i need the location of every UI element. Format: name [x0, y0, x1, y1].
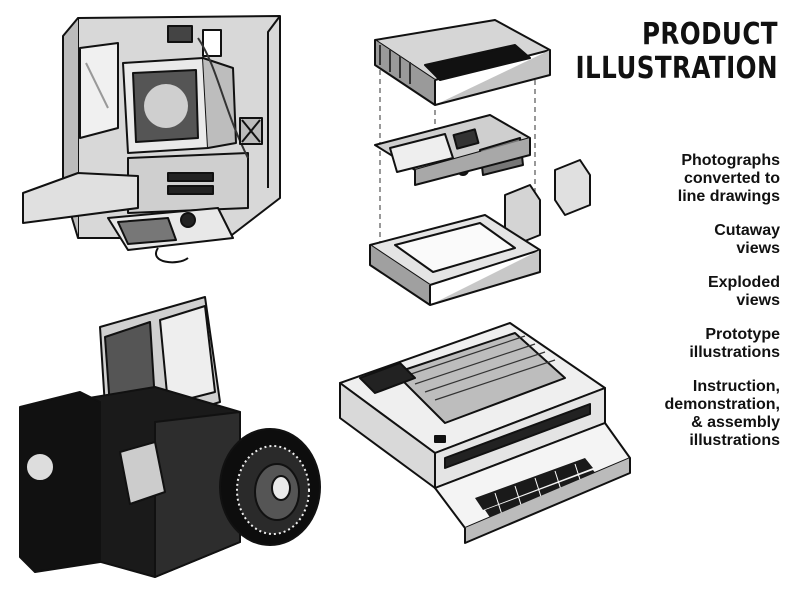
feature-text-line: converted to: [683, 170, 780, 187]
feature-text-line: demonstration,: [664, 396, 780, 413]
typewriter-illustration: [339, 322, 631, 544]
feature-text-line: Cutaway: [714, 222, 780, 239]
title-line-2: ILLUSTRATION: [575, 51, 778, 86]
feature-text-line: views: [736, 240, 780, 257]
exploded-connector-illustration: [369, 19, 591, 306]
feature-text-line: Exploded: [707, 274, 780, 291]
title-line-1: PRODUCT: [642, 17, 778, 52]
feature-prototype: Prototype illustrations: [630, 326, 780, 362]
feature-instruction: Instruction, demonstration, & assembly i…: [630, 378, 780, 450]
page-title: PRODUCT ILLUSTRATION: [575, 18, 778, 86]
feature-text-line: illustrations: [689, 344, 780, 361]
feature-list: Photographs converted to line drawings C…: [630, 152, 780, 466]
cutaway-workstation-illustration: [22, 15, 281, 264]
feature-text-line: & assembly: [691, 414, 780, 431]
feature-text-line: Prototype: [705, 326, 780, 343]
feature-text-line: Instruction,: [692, 378, 780, 395]
feature-text-line: illustrations: [689, 432, 780, 449]
feature-exploded: Exploded views: [630, 274, 780, 310]
feature-text-line: views: [736, 292, 780, 309]
feature-cutaway: Cutaway views: [630, 222, 780, 258]
feature-text-line: Photographs: [681, 152, 780, 169]
camera-illustration: [19, 296, 321, 578]
feature-text-line: line drawings: [677, 188, 780, 205]
feature-photo-conversion: Photographs converted to line drawings: [630, 152, 780, 206]
